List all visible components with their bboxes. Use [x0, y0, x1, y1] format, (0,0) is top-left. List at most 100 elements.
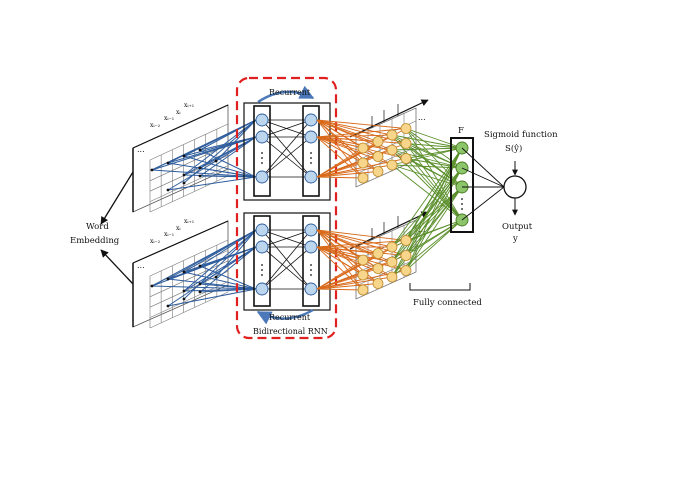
feature-node [400, 250, 412, 261]
fc-edge [405, 167, 463, 271]
rnn-edge [261, 136, 312, 178]
embedding-token-labels-top: xᵢ₋₂ xᵢ₋₁ xᵢ xᵢ₊₁ ... [137, 102, 194, 154]
output-edge [461, 147, 505, 188]
embedding-point [166, 161, 170, 165]
feature-edge [316, 136, 379, 172]
feature-edge [316, 229, 364, 291]
feature-node [400, 138, 412, 149]
rnn-node [255, 282, 269, 296]
sigmoid-neuron [503, 175, 527, 199]
input-edge [199, 119, 257, 151]
feature-edge [316, 229, 393, 248]
feature-edge [316, 288, 364, 291]
rnn-internal-connections [261, 119, 312, 290]
rnn-column [253, 105, 271, 197]
rnn-node [304, 170, 318, 184]
feature-node [372, 248, 384, 259]
grid-line [149, 260, 229, 298]
feature-node [386, 159, 398, 171]
feature-node [372, 151, 384, 162]
fc-edge [405, 128, 463, 188]
input-edge [167, 246, 257, 307]
feature-edge [316, 240, 407, 248]
rnn-edge [261, 119, 312, 178]
feature-node [400, 265, 412, 276]
sigmoid-label: S(ŷ) [505, 143, 522, 154]
dots-label: ... [418, 113, 426, 122]
embedding-grid-top [132, 104, 229, 213]
rnn-block-top [243, 102, 331, 201]
f-layer-box [450, 137, 474, 233]
grid-line [355, 271, 417, 300]
embedding-point [166, 188, 170, 192]
feature-edge [316, 119, 364, 179]
feature-edge [316, 136, 379, 157]
rnn-column [302, 105, 320, 197]
feature-node [386, 271, 398, 283]
feature-node [400, 153, 412, 164]
input-edge [167, 288, 257, 307]
rnn-edge [261, 246, 312, 290]
recurrent-arc-bottom [256, 308, 314, 325]
embedding-point [182, 270, 186, 274]
bidirectional-rnn-dashed-box [235, 76, 338, 340]
input-edge [151, 285, 257, 290]
fully-connected-label: Fully connected [413, 298, 482, 308]
feature-node [386, 129, 398, 141]
feature-edge [316, 171, 379, 178]
input-edge [199, 288, 257, 293]
embedding-point [150, 168, 154, 172]
output-connections [461, 147, 505, 221]
bidirectional-rnn-label: Bidirectional RNN [253, 327, 328, 336]
fully-connected-bracket [409, 283, 471, 291]
token-label: xᵢ₋₂ [150, 238, 161, 245]
feature-edge [316, 246, 379, 284]
grid-line [149, 291, 229, 329]
feature-node [357, 172, 369, 184]
feature-edge [316, 176, 364, 179]
rnn-node [304, 223, 318, 237]
embedding-token-labels-bottom: xᵢ₋₂ xᵢ₋₁ xᵢ xᵢ₊₁ ... [137, 218, 194, 270]
token-label: xᵢ [176, 225, 181, 232]
input-edge [199, 136, 257, 177]
feature-edge [316, 119, 407, 129]
rnn-node [304, 282, 318, 296]
embedding-point [214, 275, 218, 279]
embedding-point [182, 289, 186, 293]
feature-node [357, 269, 369, 281]
feature-nodes [357, 104, 412, 296]
feature-node [386, 144, 398, 156]
feature-node [372, 166, 384, 177]
feature-edge [316, 119, 393, 136]
feature-node [372, 278, 384, 289]
feature-edge [316, 246, 407, 256]
fc-edge [405, 128, 463, 149]
feature-node [357, 157, 369, 169]
embedding-point [166, 304, 170, 308]
embedding-point [182, 297, 186, 301]
rnn-node [255, 113, 269, 127]
fc-edge [405, 128, 463, 221]
input-edge [199, 229, 257, 267]
fc-edge [405, 143, 463, 149]
rnn-node [255, 240, 269, 254]
embedding-point [166, 277, 170, 281]
fc-edge [405, 167, 463, 256]
rnn-node [304, 240, 318, 254]
fc-edge [405, 147, 463, 159]
fc-edge [405, 186, 463, 241]
recurrent-arc-top [257, 85, 315, 103]
output-edge [461, 167, 505, 188]
token-label: xᵢ [176, 109, 181, 116]
rnn-dots [261, 152, 312, 276]
token-label: xᵢ₊₁ [184, 102, 194, 109]
rnn-block-bottom [243, 212, 331, 311]
feature-edge [316, 136, 407, 144]
recurrent-label-top: Recurrent [269, 88, 311, 97]
embedding-point [198, 174, 202, 178]
input-edge [199, 149, 257, 178]
rnn-edge [261, 229, 312, 248]
feature-edge [316, 229, 407, 241]
token-label: xᵢ₋₂ [150, 122, 161, 129]
